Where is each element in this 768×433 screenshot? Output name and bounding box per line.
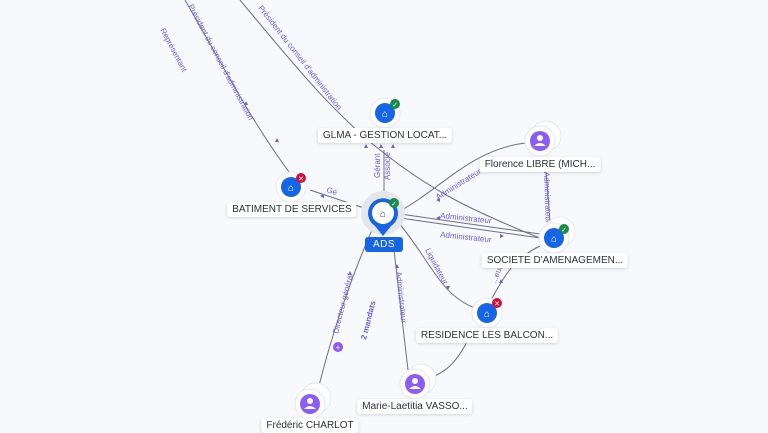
edge-residence-marie xyxy=(429,339,469,379)
edge-label: Président du conseil d'administration xyxy=(256,4,343,112)
node-marie[interactable] xyxy=(399,363,437,400)
expand-mandates-button[interactable]: + xyxy=(333,342,343,352)
person-icon xyxy=(409,378,421,389)
node-batiment[interactable]: ⌂ ✕ xyxy=(275,171,307,203)
edge-pres-societe xyxy=(239,0,541,239)
edge-pres-batiment xyxy=(184,0,293,177)
svg-text:✕: ✕ xyxy=(494,301,500,308)
svg-text:✓: ✓ xyxy=(392,102,398,109)
node-ads-center[interactable]: ⌂ ✓ xyxy=(361,191,405,236)
edge-label: Administrateur xyxy=(434,167,483,202)
node-label-marie[interactable]: Marie-Laetitia VASSO... xyxy=(357,399,473,414)
node-label-glma[interactable]: GLMA - GESTION LOCAT... xyxy=(317,128,453,143)
edge-label: Associé xyxy=(383,151,392,180)
node-label-florence[interactable]: Florence LIBRE (MICH... xyxy=(479,157,601,172)
node-frederic[interactable] xyxy=(294,382,332,420)
center-node-label[interactable]: ADS xyxy=(364,237,404,252)
building-icon: ⌂ xyxy=(380,209,386,220)
edge-label: Administrateur xyxy=(542,172,553,224)
active-status-icon xyxy=(389,198,399,208)
edge-ads-marie xyxy=(393,249,409,371)
svg-text:✕: ✕ xyxy=(298,176,304,183)
edge-batiment-ads xyxy=(309,189,371,211)
building-icon: ⌂ xyxy=(551,234,557,245)
closed-status-icon xyxy=(296,173,306,183)
edge-label: Directeur général xyxy=(331,273,355,335)
edge-ads-residence xyxy=(397,221,476,309)
node-glma[interactable]: ⌂ ✓ xyxy=(369,97,401,129)
active-status-icon xyxy=(559,224,569,234)
edge-ads-societe-2 xyxy=(399,217,541,239)
edge-florence-ads xyxy=(397,142,526,213)
closed-status-icon xyxy=(492,298,502,308)
node-label-residence[interactable]: RESIDENCE LES BALCON... xyxy=(415,328,559,343)
arrow-markers xyxy=(244,101,504,290)
edge-label: Administrateur xyxy=(394,271,408,324)
person-icon xyxy=(534,135,546,146)
node-societe[interactable]: ⌂ ✓ xyxy=(538,216,576,254)
node-label-frederic[interactable]: Frédéric CHARLOT xyxy=(261,418,359,433)
building-icon: ⌂ xyxy=(382,109,388,120)
person-icon xyxy=(304,398,316,409)
node-label-societe[interactable]: SOCIETE D'AMENAGEMEN... xyxy=(481,253,629,268)
edge-label: Représentant xyxy=(158,27,189,74)
node-label-batiment[interactable]: BATIMENT DE SERVICES xyxy=(227,202,357,217)
edge-label: Gé xyxy=(325,185,338,197)
edge-label: Gérant xyxy=(373,153,382,178)
building-icon: ⌂ xyxy=(484,309,490,320)
edge-label: Liquidateur xyxy=(423,247,450,286)
edge-label: 2 mandats xyxy=(359,299,377,340)
node-florence[interactable] xyxy=(524,120,562,157)
edge-ads-societe-1 xyxy=(399,213,541,235)
edge-societe-residence xyxy=(491,245,541,299)
edge-label: Administrateur xyxy=(440,230,493,244)
edge-ads-frederic xyxy=(317,229,373,391)
svg-text:+: + xyxy=(336,343,341,352)
svg-text:✓: ✓ xyxy=(561,227,567,234)
active-status-icon xyxy=(390,99,400,109)
node-residence[interactable]: ⌂ ✕ xyxy=(471,297,503,329)
svg-text:✓: ✓ xyxy=(391,201,397,208)
building-icon: ⌂ xyxy=(288,183,294,194)
